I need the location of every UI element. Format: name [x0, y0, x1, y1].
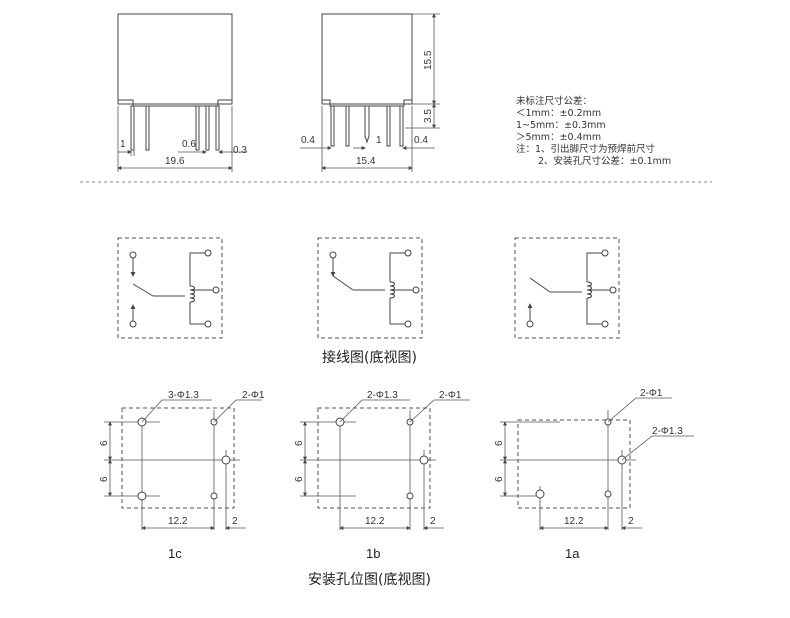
front-view-pins	[130, 105, 220, 151]
hole-1c-5	[210, 492, 218, 500]
mounting-layout-1a: 6 6 12.2 2 2-Φ1 2-Φ1.3 1a	[494, 388, 694, 561]
dim-1b-v2: 6	[294, 476, 305, 482]
notes-line-1: ＜1mm：±0.2mm	[516, 108, 601, 119]
dim-1c-h2: 2	[232, 516, 238, 527]
dim-1c-v1: 6	[99, 440, 110, 446]
tolerance-notes: 未标注尺寸公差： ＜1mm：±0.2mm 1~5mm：±0.3mm ＞5mm：±…	[516, 95, 671, 167]
front-dim-pin-width: 0.6	[182, 139, 196, 150]
mounting-layout-1b: 6 6 12.2 2 2-Φ1.3 2-Φ1 1b	[294, 390, 470, 561]
front-view-base	[118, 99, 232, 107]
notes-title: 未标注尺寸公差：	[516, 95, 592, 107]
side-dim-body-height: 15.5	[423, 50, 434, 70]
dim-1a-v1: 6	[494, 440, 505, 446]
label-1c-a: 3-Φ1.3	[168, 390, 199, 401]
side-view-pins	[330, 105, 404, 147]
dim-1b-v1: 6	[294, 440, 305, 446]
notes-line-5: 2、安装孔尺寸公差：±0.1mm	[538, 155, 671, 167]
side-view-base	[322, 99, 412, 107]
label-1b-b: 2-Φ1	[439, 390, 462, 401]
notes-line-4: 注：1、引出脚尺寸为预焊前尺寸	[516, 143, 656, 155]
hole-1b-4	[406, 492, 414, 500]
front-dim-pin-thickness: 0.3	[233, 145, 247, 156]
label-1c-b: 2-Φ1	[242, 390, 265, 401]
wiring-diagram-1b	[317, 237, 423, 339]
hole-1b-3	[419, 455, 429, 465]
front-view-body	[117, 13, 233, 105]
dim-1c-v2: 6	[99, 476, 110, 482]
layout-1a-name: 1a	[565, 546, 580, 561]
notes-line-3: ＞5mm：±0.4mm	[516, 132, 601, 143]
hole-1a-3	[535, 489, 545, 499]
layout-1b-name: 1b	[366, 546, 380, 561]
side-dim-width: 15.4	[356, 156, 376, 167]
dim-1a-h2: 2	[628, 516, 634, 527]
front-dim-length: 19.6	[165, 156, 185, 167]
layout-1c-name: 1c	[168, 546, 182, 561]
dim-1b-h2: 2	[430, 516, 436, 527]
dim-1a-h: 12.2	[564, 516, 584, 527]
mounting-layout-1c: 6 6 12.2 2 3-Φ1.3 2-Φ1 1c	[99, 390, 265, 561]
front-dim-pin-spacing: 1	[120, 139, 126, 150]
label-1b-a: 2-Φ1.3	[367, 390, 398, 401]
hole-1c-4	[137, 491, 147, 501]
mounting-caption: 安装孔位图(底视图)	[308, 572, 431, 588]
side-view: 15.5 3.5 0.4 1 0.4 15.4	[300, 13, 440, 172]
label-1a-a: 2-Φ1	[640, 388, 663, 399]
side-view-body	[321, 13, 413, 105]
wiring-diagram-1a	[514, 237, 620, 339]
notes-line-2: 1~5mm：±0.3mm	[516, 120, 606, 131]
front-view: 1 0.6 0.3 19.6	[117, 13, 247, 172]
wiring-diagram-1c	[117, 237, 223, 339]
label-1a-b: 2-Φ1.3	[652, 426, 683, 437]
side-dim-pin-right: 0.4	[414, 135, 428, 146]
dim-1b-h: 12.2	[365, 516, 385, 527]
hole-1a-4	[604, 490, 612, 498]
dim-1c-h: 12.2	[168, 516, 188, 527]
hole-1c-3	[221, 455, 231, 465]
side-dim-pin-left: 0.4	[301, 135, 315, 146]
dim-1a-v2: 6	[494, 476, 505, 482]
wiring-caption: 接线图(底视图)	[322, 349, 417, 366]
side-dim-pin-length: 3.5	[423, 109, 434, 123]
side-dim-pin-center: 1	[376, 135, 382, 146]
